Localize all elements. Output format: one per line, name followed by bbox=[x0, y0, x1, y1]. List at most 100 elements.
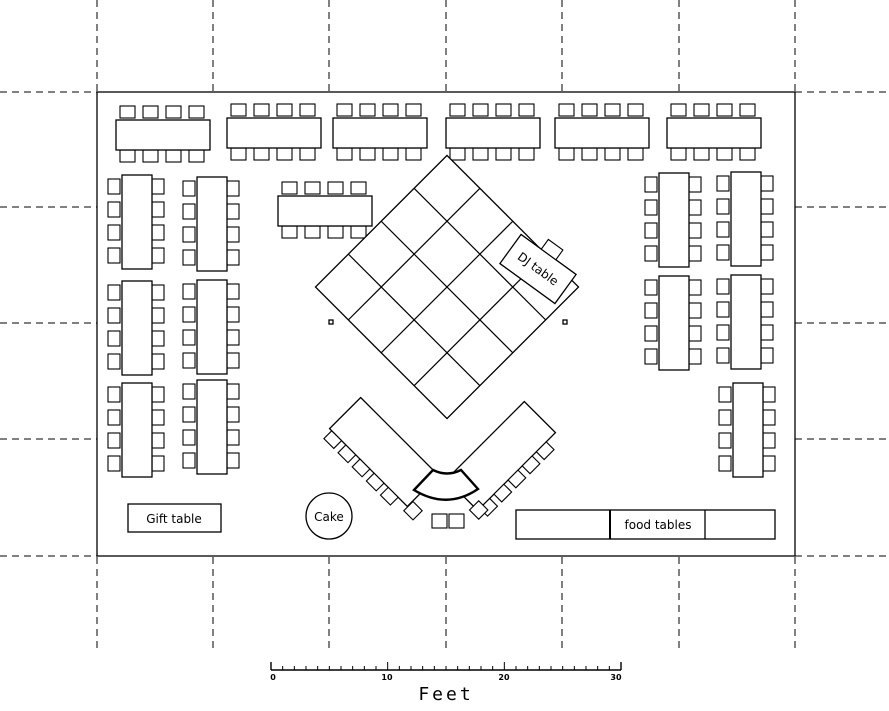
banquet-table-top-6 bbox=[666, 103, 762, 161]
marker-left bbox=[328, 319, 334, 325]
chair bbox=[151, 353, 165, 370]
chair bbox=[644, 199, 658, 216]
chair bbox=[716, 244, 730, 261]
chair bbox=[119, 105, 136, 119]
food-tables-label: food tables bbox=[625, 518, 692, 532]
chair bbox=[182, 329, 196, 346]
dance-floor-line bbox=[380, 220, 514, 354]
chair bbox=[151, 178, 165, 195]
chair bbox=[760, 221, 774, 238]
scale-bar: 0 10 20 30 Feet bbox=[270, 662, 622, 705]
scale-tick-30: 30 bbox=[610, 673, 622, 682]
chair bbox=[142, 105, 159, 119]
chair bbox=[182, 203, 196, 220]
chair bbox=[716, 147, 733, 161]
chair bbox=[762, 386, 776, 403]
chair bbox=[718, 409, 732, 426]
chair bbox=[718, 432, 732, 449]
chair bbox=[165, 105, 182, 119]
chair bbox=[688, 199, 702, 216]
chair bbox=[107, 224, 121, 241]
chair bbox=[688, 279, 702, 296]
banquet-table-top-3 bbox=[332, 103, 428, 161]
chair bbox=[107, 353, 121, 370]
table-top bbox=[277, 195, 373, 227]
banquet-table-left-col1-3 bbox=[107, 280, 165, 376]
chair bbox=[107, 201, 121, 218]
chair bbox=[495, 147, 512, 161]
chair bbox=[327, 181, 344, 195]
banquet-table-right-col2-1 bbox=[716, 171, 774, 267]
chair bbox=[226, 406, 240, 423]
chair bbox=[299, 147, 316, 161]
chair bbox=[151, 201, 165, 218]
chair bbox=[226, 306, 240, 323]
table-top bbox=[658, 275, 690, 371]
chair bbox=[226, 452, 240, 469]
chair bbox=[107, 432, 121, 449]
chair bbox=[716, 198, 730, 215]
banquet-table-top-2 bbox=[226, 103, 322, 161]
chair bbox=[226, 429, 240, 446]
chair bbox=[688, 302, 702, 319]
chair bbox=[151, 307, 165, 324]
chair bbox=[760, 347, 774, 364]
dance-floor bbox=[314, 154, 580, 420]
scale-tick-0: 0 bbox=[270, 673, 276, 682]
banquet-tables bbox=[107, 103, 776, 478]
chair bbox=[670, 103, 687, 117]
banquet-table-left-col2-2 bbox=[107, 382, 165, 478]
chair bbox=[405, 147, 422, 161]
chair bbox=[182, 383, 196, 400]
chair bbox=[558, 103, 575, 117]
chair bbox=[518, 147, 535, 161]
chair bbox=[495, 103, 512, 117]
chair bbox=[644, 302, 658, 319]
chair bbox=[718, 386, 732, 403]
banquet-table-right-col2-2 bbox=[716, 274, 774, 370]
chair bbox=[226, 180, 240, 197]
chair bbox=[107, 284, 121, 301]
chair bbox=[336, 103, 353, 117]
chair bbox=[558, 147, 575, 161]
chair bbox=[253, 147, 270, 161]
chair bbox=[151, 224, 165, 241]
chair bbox=[165, 149, 182, 163]
marker-right bbox=[562, 319, 568, 325]
chair bbox=[688, 245, 702, 262]
chair bbox=[627, 103, 644, 117]
chair bbox=[151, 455, 165, 472]
chair bbox=[226, 383, 240, 400]
chair bbox=[299, 103, 316, 117]
table-top bbox=[332, 117, 428, 149]
scale-tick-10: 10 bbox=[381, 673, 393, 682]
chair bbox=[182, 180, 196, 197]
chair bbox=[226, 283, 240, 300]
chair bbox=[182, 406, 196, 423]
chair bbox=[336, 147, 353, 161]
gift-table bbox=[127, 503, 222, 533]
chair bbox=[760, 278, 774, 295]
chair bbox=[739, 103, 756, 117]
chair bbox=[644, 325, 658, 342]
chair bbox=[382, 147, 399, 161]
table-top bbox=[121, 280, 153, 376]
cake-table bbox=[305, 492, 353, 540]
scale-tick-20: 20 bbox=[498, 673, 510, 682]
banquet-table-right-col1-1 bbox=[644, 172, 702, 268]
chair bbox=[142, 149, 159, 163]
chair bbox=[119, 149, 136, 163]
chair bbox=[182, 249, 196, 266]
chair bbox=[350, 225, 367, 239]
chair bbox=[107, 330, 121, 347]
chair bbox=[182, 226, 196, 243]
table-top bbox=[554, 117, 650, 149]
chair bbox=[230, 147, 247, 161]
chair bbox=[281, 225, 298, 239]
chair bbox=[688, 348, 702, 365]
chair bbox=[405, 103, 422, 117]
chair bbox=[151, 247, 165, 264]
chair bbox=[627, 147, 644, 161]
table-top bbox=[445, 117, 541, 149]
chair bbox=[449, 147, 466, 161]
